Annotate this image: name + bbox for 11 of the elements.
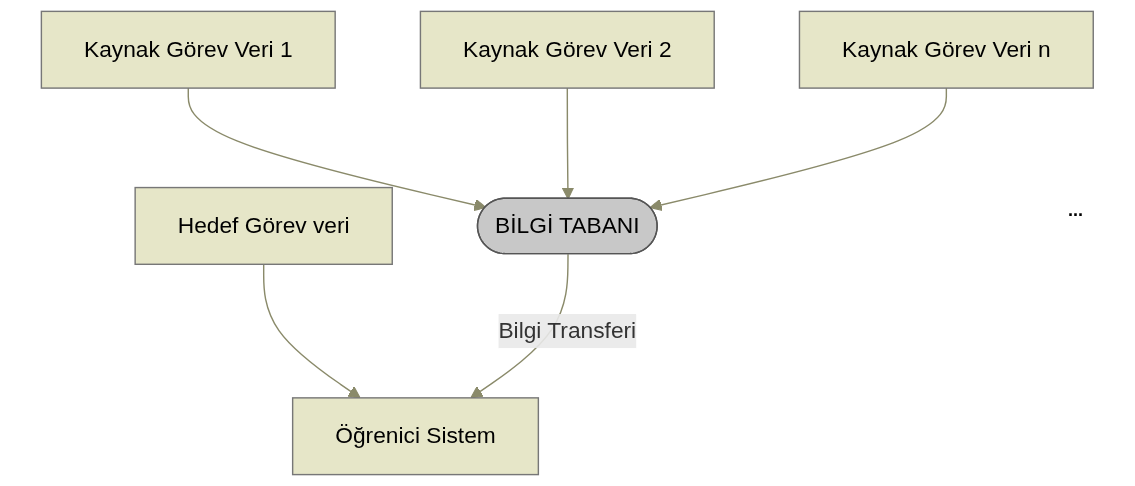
- node-box: Kaynak Görev Veri 1: [40, 10, 337, 89]
- node-box: Kaynak Görev Veri 2: [419, 10, 716, 89]
- arrow: [187, 87, 487, 212]
- node-box: Öğrenici Sistem: [292, 397, 540, 476]
- edge-label: Bilgi Transferi: [498, 318, 637, 343]
- arrow: [561, 87, 575, 200]
- node-box: Kaynak Görev Veri n: [798, 10, 1095, 89]
- ellipsis-text: ...: [1068, 200, 1083, 220]
- node-box: Hedef Görev veri: [134, 186, 394, 265]
- arrow: [263, 263, 361, 399]
- arrow: [649, 87, 948, 212]
